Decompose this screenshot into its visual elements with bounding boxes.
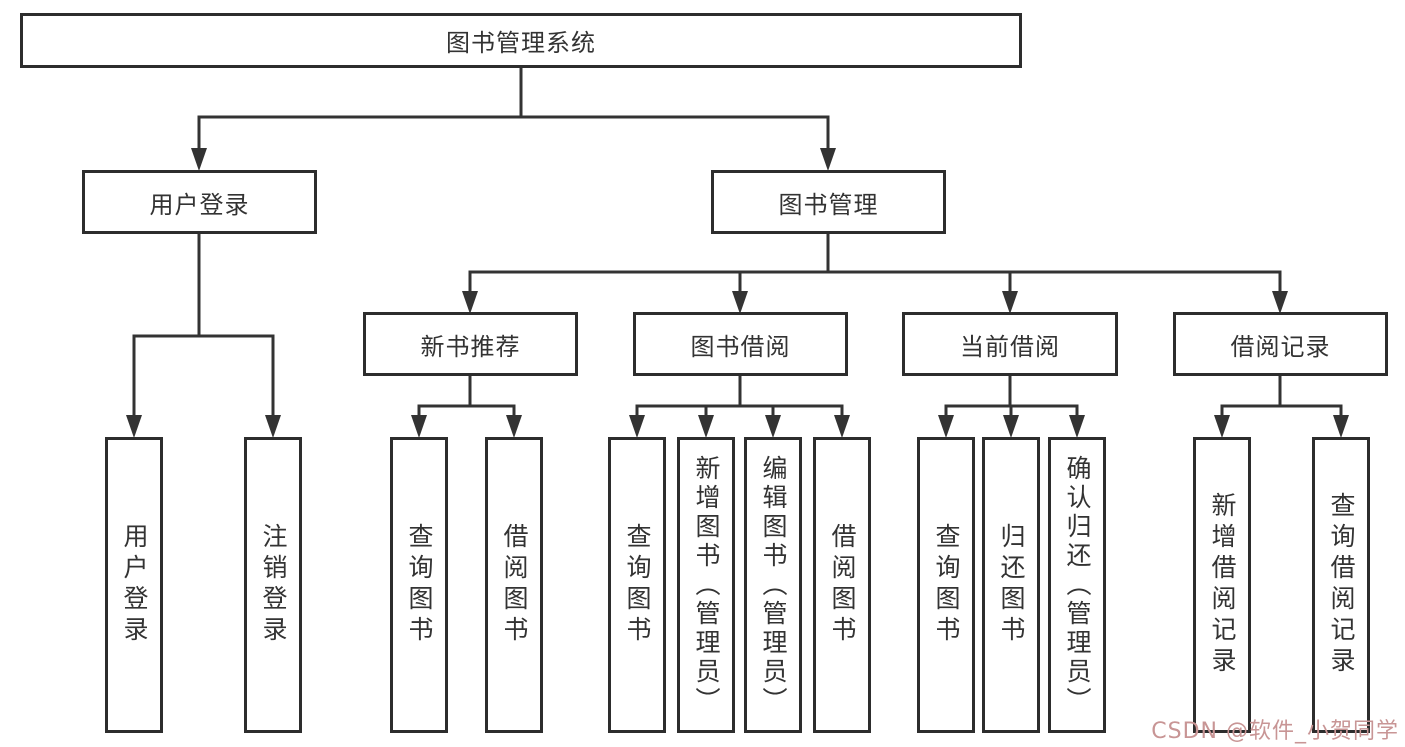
node-book-borrow: 图书借阅: [633, 312, 848, 376]
leaf-logout: 注销登录: [244, 437, 302, 733]
leaf-cb-confirm-return-admin: 确认归还（管理员）: [1048, 437, 1106, 733]
leaf-bb-query-book: 查询图书: [608, 437, 666, 733]
leaf-nbr-borrow-book: 借阅图书: [485, 437, 543, 733]
node-new-book-recommend: 新书推荐: [363, 312, 578, 376]
leaf-cb-query-book: 查询图书: [917, 437, 975, 733]
node-borrow-record: 借阅记录: [1173, 312, 1388, 376]
node-book-management: 图书管理: [711, 170, 946, 234]
leaf-nbr-query-book: 查询图书: [390, 437, 448, 733]
watermark: CSDN @软件_小贺同学: [1151, 719, 1399, 744]
leaf-br-add-record: 新增借阅记录: [1193, 437, 1251, 733]
leaf-bb-borrow-book: 借阅图书: [813, 437, 871, 733]
node-current-borrow: 当前借阅: [902, 312, 1118, 376]
leaf-user-login: 用户登录: [105, 437, 163, 733]
leaf-bb-edit-book-admin: 编辑图书（管理员）: [744, 437, 802, 733]
leaf-cb-return-book: 归还图书: [982, 437, 1040, 733]
node-user-login: 用户登录: [82, 170, 317, 234]
node-library-management-system: 图书管理系统: [20, 13, 1022, 68]
leaf-bb-add-book-admin: 新增图书（管理员）: [677, 437, 735, 733]
leaf-br-query-record: 查询借阅记录: [1312, 437, 1370, 733]
